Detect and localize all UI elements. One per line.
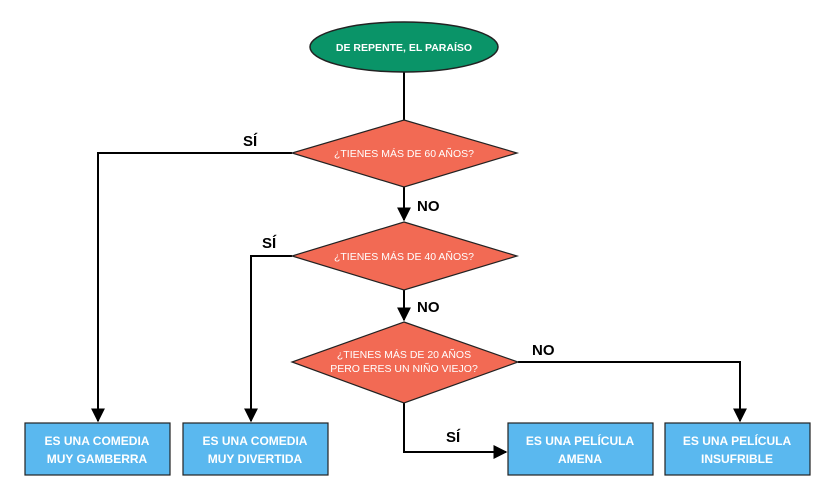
result-muy-gamberra: ES UNA COMEDIA MUY GAMBERRA <box>24 422 171 476</box>
result-label-line-2: AMENA <box>558 452 602 466</box>
edge-q3-no <box>518 361 747 423</box>
result-label-line-1: ES UNA PELÍCULA <box>526 433 635 448</box>
decision-diamond <box>290 321 520 404</box>
decision-q1: ¿TIENES MÁS DE 60 AÑOS? <box>289 119 520 188</box>
result-muy-divertida: ES UNA COMEDIA MUY DIVERTIDA <box>182 422 329 476</box>
decision-label-line-2: PERO ERES UN NIÑO VIEJO? <box>330 362 478 375</box>
edge-label-q3-yes: SÍ <box>446 429 461 446</box>
connectors <box>91 72 747 459</box>
result-amena: ES UNA PELÍCULA AMENA <box>507 422 654 476</box>
result-box <box>24 422 171 476</box>
decision-diamond <box>289 221 520 291</box>
decision-label: ¿TIENES MÁS DE 60 AÑOS? <box>334 147 474 160</box>
decision-label: ¿TIENES MÁS DE 40 AÑOS? <box>334 250 474 263</box>
result-label-line-2: MUY DIVERTIDA <box>208 452 303 466</box>
result-label-line-2: INSUFRIBLE <box>701 452 773 466</box>
start-label: DE REPENTE, EL PARAÍSO <box>336 41 472 54</box>
start-ellipse <box>309 21 499 73</box>
decision-label-line-1: ¿TIENES MÁS DE 20 AÑOS <box>337 348 471 361</box>
result-insufrible: ES UNA PELÍCULA INSUFRIBLE <box>664 422 811 476</box>
decision-diamond <box>289 119 520 188</box>
decision-q2: ¿TIENES MÁS DE 40 AÑOS? <box>289 221 520 291</box>
decision-q3: ¿TIENES MÁS DE 20 AÑOS PERO ERES UN NIÑO… <box>290 321 520 404</box>
edge-label-q2-no: NO <box>417 299 440 316</box>
edge-label-q3-no: NO <box>532 342 555 359</box>
edge-label-q1-no: NO <box>417 198 440 215</box>
start-node: DE REPENTE, EL PARAÍSO <box>309 21 499 73</box>
edge-label-q1-yes: SÍ <box>243 133 258 150</box>
result-box <box>182 422 329 476</box>
result-box <box>507 422 654 476</box>
result-label-line-2: MUY GAMBERRA <box>47 452 148 466</box>
result-label-line-1: ES UNA COMEDIA <box>45 434 150 448</box>
result-box <box>664 422 811 476</box>
result-label-line-1: ES UNA PELÍCULA <box>683 433 792 448</box>
edge-q2-yes <box>244 255 292 423</box>
edge-label-q2-yes: SÍ <box>262 235 277 252</box>
edge-q3-yes <box>403 403 508 459</box>
edge-q1-yes <box>91 152 292 423</box>
result-label-line-1: ES UNA COMEDIA <box>203 434 308 448</box>
